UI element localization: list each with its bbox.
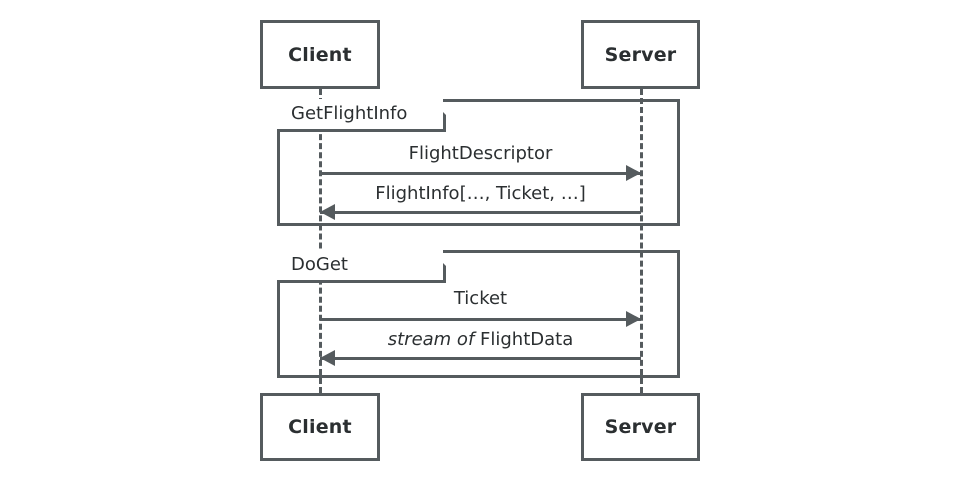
message-line-streamflightdata — [320, 357, 641, 360]
fragment-label-getflightinfo: GetFlightInfo — [277, 99, 443, 129]
message-label-flightdescriptor: FlightDescriptor — [408, 143, 553, 164]
lifeline-client — [319, 89, 322, 393]
arrow-head-right-icon — [626, 165, 641, 181]
participant-client-top: Client — [260, 20, 380, 89]
fragment-tab-label: GetFlightInfo — [291, 103, 408, 124]
arrow-head-left-icon — [320, 350, 335, 366]
fragment-tab-label: DoGet — [291, 254, 348, 275]
message-label-italic-part: stream of — [387, 329, 475, 350]
participant-label: Client — [288, 416, 352, 438]
arrow-head-left-icon — [320, 204, 335, 220]
fragment-getflightinfo — [277, 99, 680, 226]
arrow-head-right-icon — [626, 311, 641, 327]
message-line-flightinfo — [320, 211, 641, 214]
participant-label: Server — [604, 43, 677, 66]
lifeline-server — [640, 89, 643, 393]
message-label-ticket: Ticket — [453, 288, 508, 309]
message-label-regular-part: FlightData — [480, 329, 574, 350]
fragment-doget — [277, 250, 680, 378]
participant-server-top: Server — [581, 20, 700, 89]
message-line-flightdescriptor — [320, 172, 641, 175]
participant-label: Client — [288, 43, 352, 66]
participant-server-bottom: Server — [581, 393, 700, 461]
participant-label: Server — [604, 416, 677, 438]
participant-client-bottom: Client — [260, 393, 380, 461]
fragment-tab-shape — [277, 99, 446, 132]
message-label-streamflightdata: stream of FlightData — [320, 329, 641, 350]
fragment-tab-shape — [277, 250, 446, 283]
fragment-label-doget: DoGet — [277, 250, 443, 280]
message-label-flightinfo: FlightInfo[…, Ticket, …] — [375, 183, 586, 204]
message-line-ticket — [320, 318, 641, 321]
